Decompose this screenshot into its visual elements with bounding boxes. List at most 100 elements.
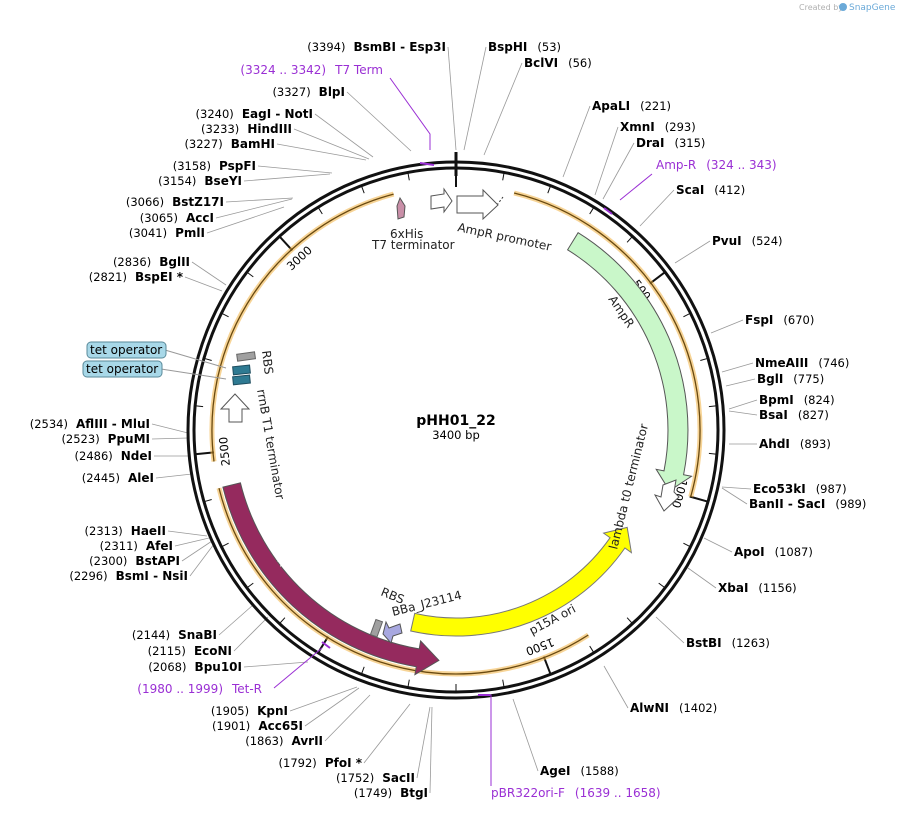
feature-rbs-upper[interactable]: [236, 351, 257, 362]
minor-tick: [279, 617, 286, 624]
restriction-site[interactable]: AvrII(1863): [245, 734, 323, 748]
restriction-site[interactable]: AhdI(893): [759, 437, 831, 451]
restriction-site[interactable]: BseYI(3154): [158, 174, 242, 188]
restriction-site[interactable]: AlwNI(1402): [630, 701, 717, 715]
primer[interactable]: T7 Term(3324 .. 3342): [240, 63, 383, 77]
restriction-site[interactable]: NmeAIII(746): [755, 356, 849, 370]
minor-tick: [589, 645, 595, 654]
site-leader: [191, 261, 227, 286]
restriction-site[interactable]: BspEI *(2821): [89, 270, 184, 284]
restriction-site[interactable]: AccI(3065): [140, 211, 214, 225]
restriction-site[interactable]: Eco53kI(987): [753, 482, 847, 496]
minor-tick: [203, 499, 212, 503]
feature-p15a-ori[interactable]: [410, 526, 633, 637]
snapgene-credit: Created by SnapGene: [799, 3, 896, 13]
restriction-site[interactable]: SnaBI(2144): [132, 628, 217, 642]
restriction-site[interactable]: BsaI(827): [759, 408, 829, 422]
site-leader: [429, 706, 433, 794]
label-ampr-promoter: AmpR promoter: [456, 220, 552, 254]
site-leader: [215, 198, 293, 219]
site-name: BsmI - NsiI: [116, 569, 188, 583]
feature-tet-operator-1[interactable]: [232, 364, 251, 376]
site-leader: [276, 143, 367, 161]
tet-operator-box-1[interactable]: [86, 341, 167, 359]
minor-tick: [195, 405, 204, 408]
site-name: NmeAIII: [755, 356, 808, 370]
restriction-site[interactable]: AflIII - MluI(2534): [30, 417, 150, 431]
primer-labels: T7 Term(3324 .. 3342) Amp-R(324 .. 343) Te…: [137, 63, 776, 800]
site-name: BstBI: [686, 636, 722, 650]
site-name: BspHI: [488, 40, 527, 54]
restriction-site[interactable]: BanII - SacI(989): [749, 497, 866, 511]
site-name: SacII: [382, 771, 415, 785]
restriction-site[interactable]: NdeI(2486): [75, 449, 152, 463]
restriction-site[interactable]: ApoI(1087): [734, 545, 813, 559]
restriction-site[interactable]: BamHI(3227): [184, 137, 275, 151]
restriction-site[interactable]: BpmI(824): [759, 393, 835, 407]
restriction-site[interactable]: BstZ17I(3066): [126, 195, 224, 209]
primer[interactable]: pBR322ori-F(1639 .. 1658): [491, 786, 661, 800]
restriction-site[interactable]: PmlI(3041): [129, 226, 205, 240]
site-position: (2523): [61, 432, 99, 446]
restriction-site[interactable]: PvuI(524): [712, 234, 783, 248]
feature-lambda-t0-terminator[interactable]: [653, 479, 680, 512]
primer-label: Tet-R: [231, 682, 262, 696]
restriction-site[interactable]: Bpu10I(2068): [148, 660, 242, 674]
site-position: (989): [835, 497, 866, 511]
feature-rrnb-t1-terminator[interactable]: [219, 393, 251, 423]
site-position: (987): [816, 482, 847, 496]
restriction-site[interactable]: BspHI(53): [488, 40, 561, 54]
site-name: BsaI: [759, 408, 788, 422]
feature-rbs-lower[interactable]: [369, 618, 384, 638]
site-name: AhdI: [759, 437, 790, 451]
restriction-site[interactable]: DraI(315): [636, 136, 705, 150]
orf-tetr-region[interactable]: [218, 487, 589, 675]
restriction-site[interactable]: BsmI - NsiI(2296): [69, 569, 188, 583]
restriction-site[interactable]: HaeII(2313): [85, 524, 166, 538]
primer-label: pBR322ori-F: [491, 786, 565, 800]
restriction-site[interactable]: PfoI *(1792): [279, 756, 363, 770]
feature-t7-terminator[interactable]: [430, 187, 453, 214]
feature-tet-operator-2[interactable]: [232, 374, 251, 386]
restriction-site[interactable]: HindIII(3233): [201, 122, 292, 136]
site-name: ApoI: [734, 545, 765, 559]
primer[interactable]: Amp-R(324 .. 343): [656, 158, 777, 172]
restriction-site[interactable]: BstAPI(2300): [89, 554, 180, 568]
feature-bba-j23114[interactable]: [382, 620, 403, 645]
feature-6xhis[interactable]: [396, 196, 406, 220]
restriction-site[interactable]: PspFI(3158): [173, 159, 256, 173]
restriction-site[interactable]: ApaLI(221): [592, 99, 671, 113]
restriction-site[interactable]: BlpI(3327): [272, 85, 345, 99]
restriction-site[interactable]: KpnI(1905): [211, 704, 288, 718]
restriction-site[interactable]: BstBI(1263): [686, 636, 770, 650]
restriction-site[interactable]: AfeI(2311): [100, 539, 173, 553]
minor-tick: [589, 206, 595, 215]
restriction-site[interactable]: EcoNI(2115): [148, 644, 232, 658]
tet-operator-label-2: tet operator: [86, 362, 158, 376]
restriction-site[interactable]: SacII(1752): [336, 771, 415, 785]
label-rrnb-t1-terminator: rrnB T1 terminator: [254, 388, 287, 500]
label-lambda-t0-terminator: lambda t0 terminator: [606, 422, 651, 550]
restriction-site[interactable]: BglI(775): [757, 372, 824, 386]
feature-ampr-promoter[interactable]: [456, 188, 499, 221]
restriction-site[interactable]: Acc65I(1901): [212, 719, 303, 733]
orf-upper-left[interactable]: [211, 193, 394, 462]
restriction-site[interactable]: BclVI(56): [524, 56, 592, 70]
restriction-site[interactable]: BglII(2836): [113, 255, 190, 269]
primer[interactable]: Tet-R(1980 .. 1999): [137, 682, 262, 696]
restriction-site[interactable]: BsmBI - Esp3I(3394): [307, 40, 446, 54]
tet-operator-box-2[interactable]: [82, 360, 163, 378]
restriction-site[interactable]: FspI(670): [745, 313, 814, 327]
site-leader: [674, 240, 711, 264]
orf-ampr[interactable]: [513, 192, 701, 497]
site-name: BclVI: [524, 56, 558, 70]
restriction-site[interactable]: PpuMI(2523): [61, 432, 150, 446]
restriction-site[interactable]: XbaI(1156): [718, 581, 797, 595]
restriction-site[interactable]: AgeI(1588): [540, 764, 619, 778]
restriction-site[interactable]: ScaI(412): [676, 183, 745, 197]
restriction-site[interactable]: EagI - NotI(3240): [196, 107, 313, 121]
restriction-site[interactable]: AleI(2445): [82, 471, 154, 485]
feature-tetr[interactable]: [222, 482, 440, 676]
restriction-site[interactable]: BtgI(1749): [354, 786, 428, 800]
restriction-site[interactable]: XmnI(293): [620, 120, 696, 134]
